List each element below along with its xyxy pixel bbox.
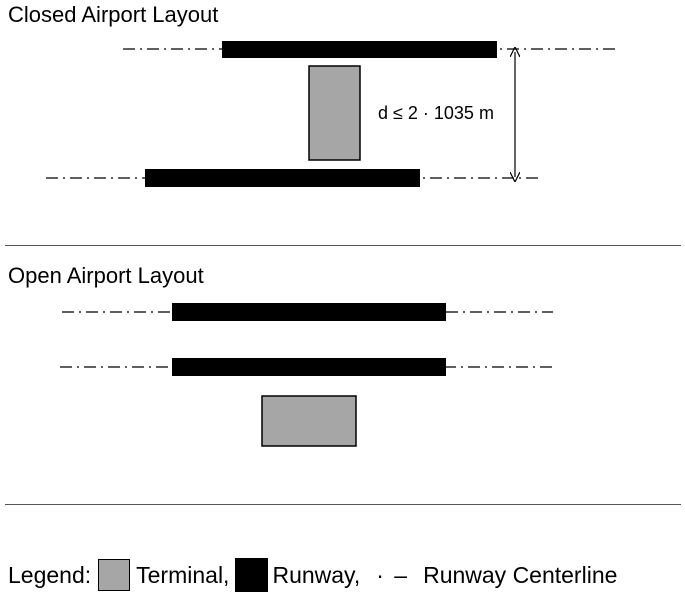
open-top-runway xyxy=(172,303,446,321)
open-layout-title: Open Airport Layout xyxy=(8,263,204,288)
legend-prefix: Legend: xyxy=(8,561,92,588)
open-bottom-runway xyxy=(172,358,446,376)
legend-terminal-swatch xyxy=(98,559,131,591)
closed-terminal xyxy=(308,65,361,161)
legend-centerline-label: Runway Centerline xyxy=(423,561,618,588)
section-divider-2 xyxy=(5,504,681,505)
closed-bottom-runway xyxy=(145,169,420,187)
legend-centerline-symbol: · – xyxy=(376,561,410,588)
separation-label: d ≤ 2 · 1035 m xyxy=(378,103,494,123)
legend-runway-swatch xyxy=(235,558,269,592)
closed-layout-title: Closed Airport Layout xyxy=(8,2,219,27)
open-terminal xyxy=(261,395,357,447)
legend-runway-label: Runway, xyxy=(272,561,361,588)
legend: Legend: Terminal, Runway, · – Runway Cen… xyxy=(8,556,617,594)
closed-top-runway xyxy=(222,41,497,58)
legend-terminal-label: Terminal, xyxy=(136,561,230,588)
section-divider-1 xyxy=(5,245,681,246)
